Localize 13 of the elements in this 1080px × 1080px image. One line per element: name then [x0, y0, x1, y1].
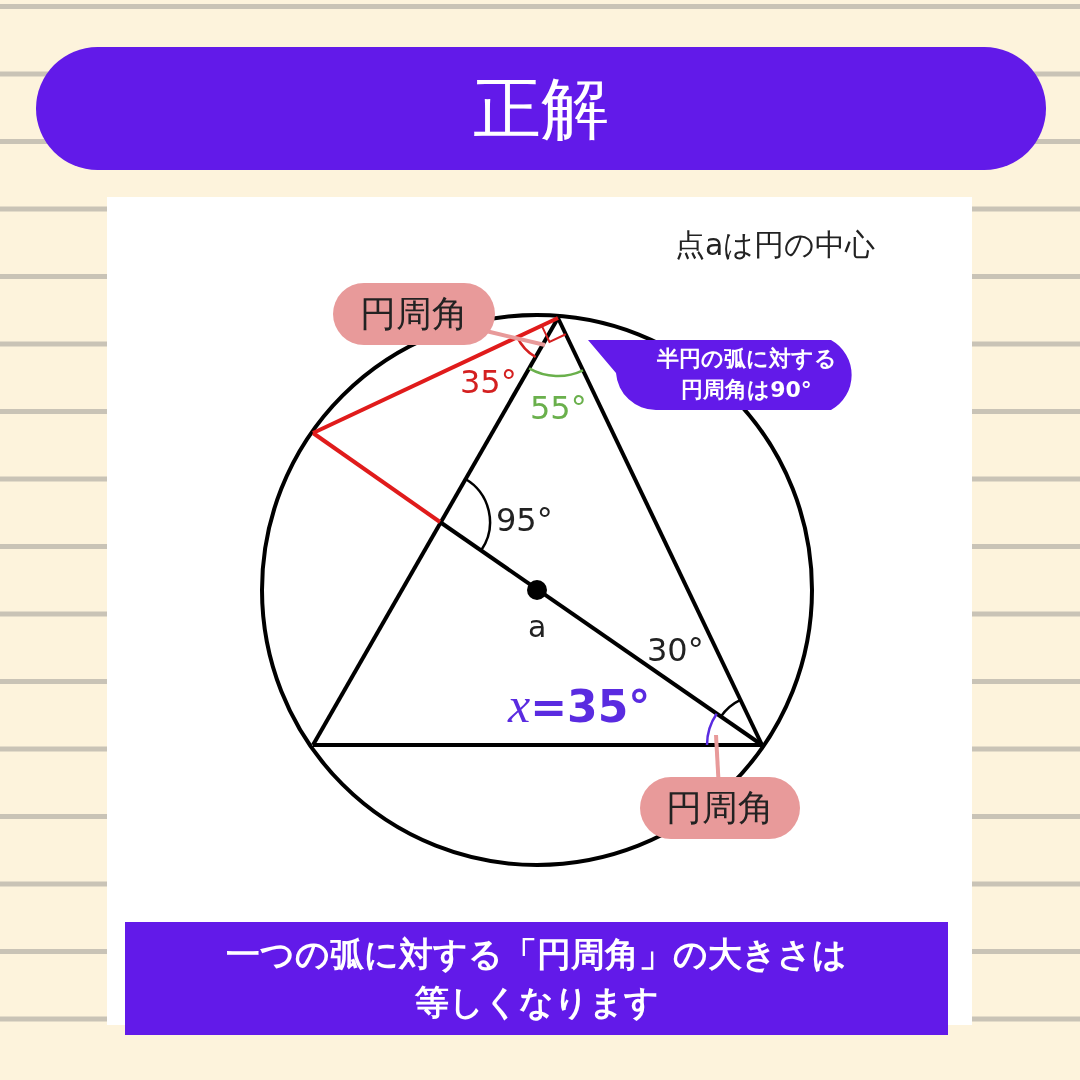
angle-label: 95°: [496, 504, 553, 536]
angle-label: 30°: [647, 634, 704, 666]
answer-text: x=35°: [508, 680, 651, 730]
point-label: a: [528, 612, 547, 642]
conclusion-banner: 一つの弧に対する「円周角」の大きさは等しくなります: [125, 922, 948, 1035]
angle-label: 35°: [460, 366, 517, 398]
leader-line: [714, 734, 721, 780]
note-text: 点aは円の中心: [675, 230, 876, 260]
callout-label: 円周角: [640, 777, 800, 839]
leader-line: [486, 329, 546, 347]
angle-label: 55°: [530, 392, 587, 424]
callout-label: 円周角: [333, 283, 495, 345]
title-banner: 正解: [36, 47, 1046, 170]
